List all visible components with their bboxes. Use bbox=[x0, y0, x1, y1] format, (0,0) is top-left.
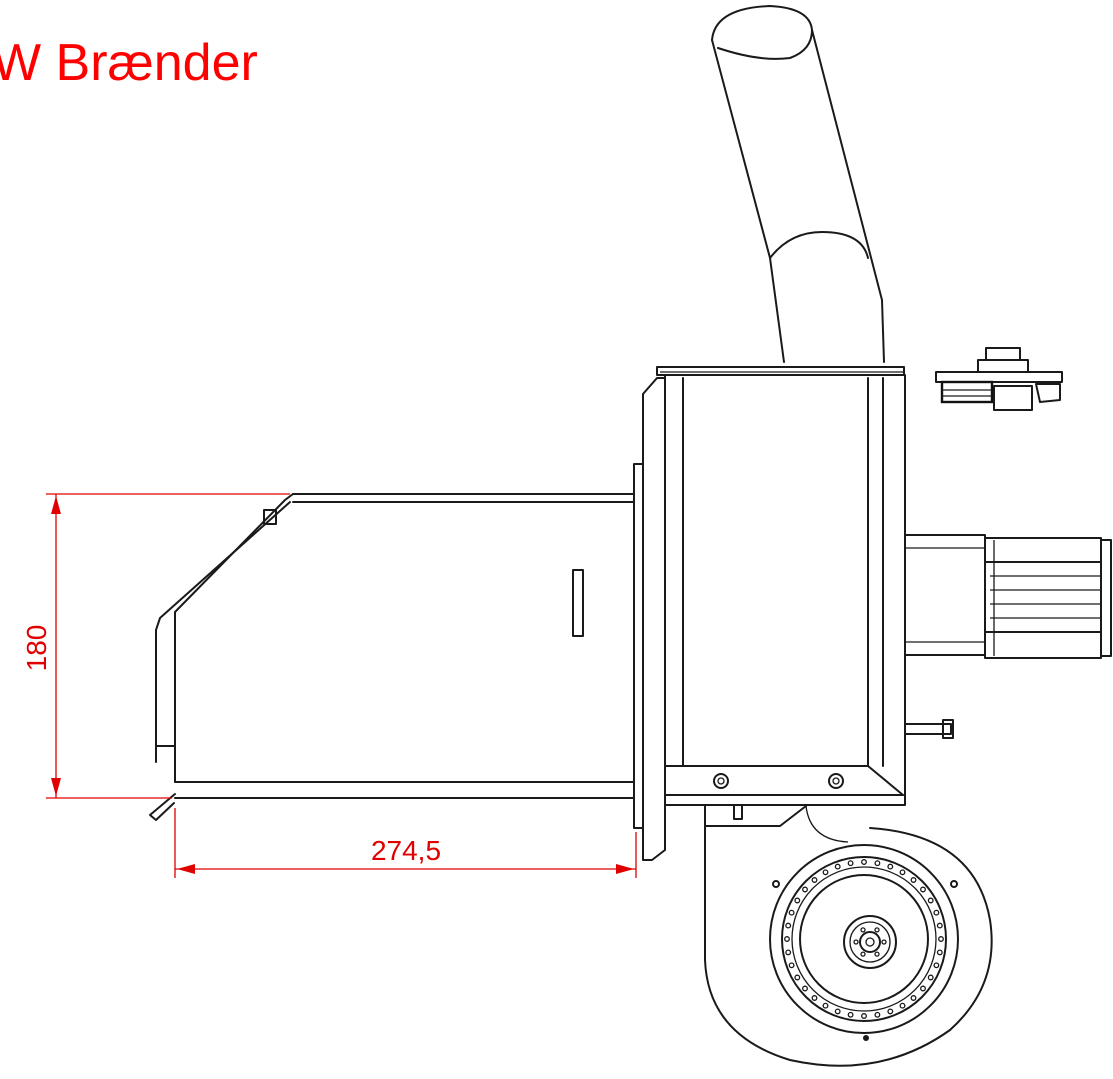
dimension-height: 180 bbox=[21, 493, 290, 799]
fan-hole bbox=[788, 909, 795, 916]
fan-hole bbox=[811, 877, 818, 883]
fan-hole bbox=[920, 886, 926, 893]
motor bbox=[904, 534, 1112, 739]
housing-bolt bbox=[713, 773, 729, 789]
fan-hole bbox=[802, 985, 808, 992]
fan-hole bbox=[936, 949, 943, 956]
housing-bolt bbox=[828, 773, 844, 789]
hub-hole bbox=[860, 927, 866, 933]
fan-hole bbox=[784, 936, 790, 942]
fan-bracket bbox=[704, 804, 849, 843]
hub-hole bbox=[860, 951, 866, 957]
hub-hole bbox=[874, 951, 880, 957]
fan-hole bbox=[802, 886, 808, 893]
fan-hole bbox=[847, 860, 854, 867]
fan-hole bbox=[794, 974, 801, 981]
drawing-title: kW Brænder bbox=[0, 34, 258, 92]
fan-hole bbox=[822, 1002, 829, 1009]
fan-hole bbox=[910, 877, 917, 883]
dimension-length: 274,5 bbox=[174, 808, 637, 878]
hub-hole bbox=[874, 927, 880, 933]
burner-tube bbox=[149, 493, 635, 821]
fan-hole bbox=[887, 863, 894, 870]
fan-hole bbox=[899, 1002, 906, 1009]
fan-hole bbox=[847, 1011, 854, 1018]
fan-hole bbox=[834, 863, 841, 870]
fan-hole bbox=[910, 995, 917, 1001]
fan-hole bbox=[861, 1013, 867, 1019]
main-housing bbox=[633, 366, 906, 861]
fan-hole bbox=[874, 860, 881, 867]
fan-hole bbox=[933, 962, 940, 969]
fan-hole bbox=[785, 949, 792, 956]
fan-hole bbox=[936, 922, 943, 929]
fan-hole bbox=[927, 974, 934, 981]
blower-fan bbox=[704, 825, 993, 1067]
fan-hole bbox=[861, 859, 867, 865]
fan-hole bbox=[834, 1008, 841, 1015]
hub-hole bbox=[881, 939, 887, 945]
fan-hole bbox=[899, 869, 906, 876]
dimension-length-label: 274,5 bbox=[371, 835, 441, 866]
fan-hole bbox=[933, 909, 940, 916]
fan-hole bbox=[938, 936, 944, 942]
fan-hole bbox=[788, 962, 795, 969]
fan-hole bbox=[927, 897, 934, 904]
hub-hole bbox=[853, 939, 859, 945]
fan-hole bbox=[822, 869, 829, 876]
fan-hole bbox=[794, 897, 801, 904]
fan-hole bbox=[920, 985, 926, 992]
feed-tube bbox=[711, 5, 885, 363]
fan-hole bbox=[811, 995, 818, 1001]
control-board bbox=[935, 347, 1063, 411]
dimension-height-label: 180 bbox=[21, 625, 52, 672]
fan-hole bbox=[887, 1008, 894, 1015]
fan-hole bbox=[874, 1011, 881, 1018]
fan-hole bbox=[785, 922, 792, 929]
